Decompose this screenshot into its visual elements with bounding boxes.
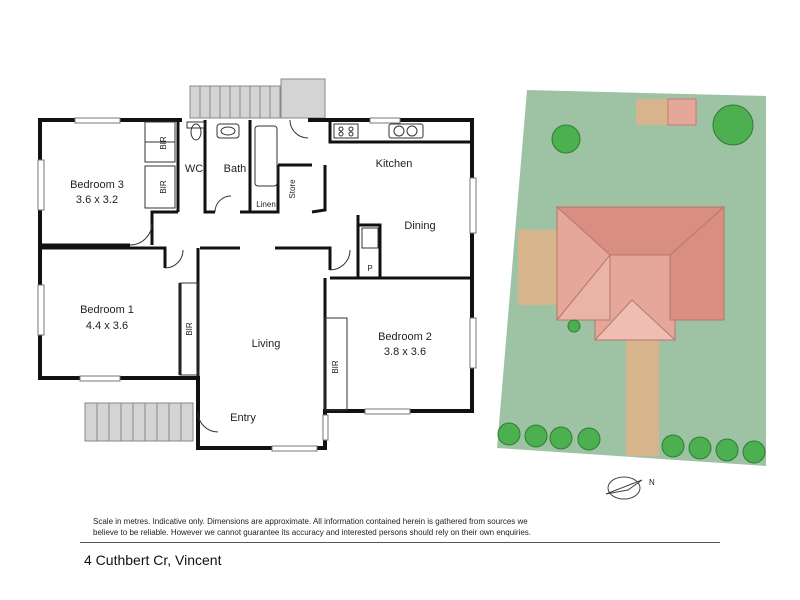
entry-label: Entry: [230, 412, 256, 424]
north-label: N: [649, 478, 655, 487]
built-in-robes: [144, 121, 348, 411]
front-steps: [84, 402, 194, 442]
side-path: [518, 230, 558, 305]
site-plan: N: [497, 90, 766, 500]
bedroom3-dims: 3.6 x 3.2: [76, 194, 118, 206]
disclaimer: Scale in metres. Indicative only. Dimens…: [93, 517, 532, 537]
bedroom2-dims: 3.8 x 3.6: [384, 346, 426, 358]
bath-label: Bath: [224, 163, 247, 175]
windows: [37, 117, 477, 452]
interior-walls: [40, 120, 472, 411]
store-label: Store: [288, 179, 297, 199]
driveway: [626, 338, 659, 456]
kitchen-label: Kitchen: [376, 158, 413, 170]
bedroom3-name: Bedroom 3: [70, 179, 124, 191]
bir-label-4: BIR: [331, 360, 340, 374]
divider: [80, 542, 720, 543]
shed-roof: [667, 98, 697, 126]
living-label: Living: [252, 338, 281, 350]
shrubs: [497, 104, 766, 464]
dining-label: Dining: [404, 220, 435, 232]
north-arrow-icon: [605, 476, 643, 500]
bedroom2-name: Bedroom 2: [378, 331, 432, 343]
bir-label-1: BIR: [159, 136, 168, 150]
linen-label: Linen: [256, 200, 276, 209]
floor-plan: Bedroom 3 3.6 x 3.2 Bedroom 1 4.4 x 3.6 …: [37, 78, 477, 452]
property-address: 4 Cuthbert Cr, Vincent: [84, 552, 222, 568]
rear-steps: [189, 78, 326, 119]
pantry-label: P: [367, 264, 372, 273]
house-roof: [555, 205, 726, 341]
bedroom1-dims: 4.4 x 3.6: [86, 320, 128, 332]
bedroom1-name: Bedroom 1: [80, 304, 134, 316]
fixtures: [186, 121, 424, 249]
door-swings: [129, 119, 351, 433]
bir-label-2: BIR: [159, 180, 168, 194]
wc-label: WC: [185, 163, 203, 175]
bir-label-3: BIR: [185, 322, 194, 336]
